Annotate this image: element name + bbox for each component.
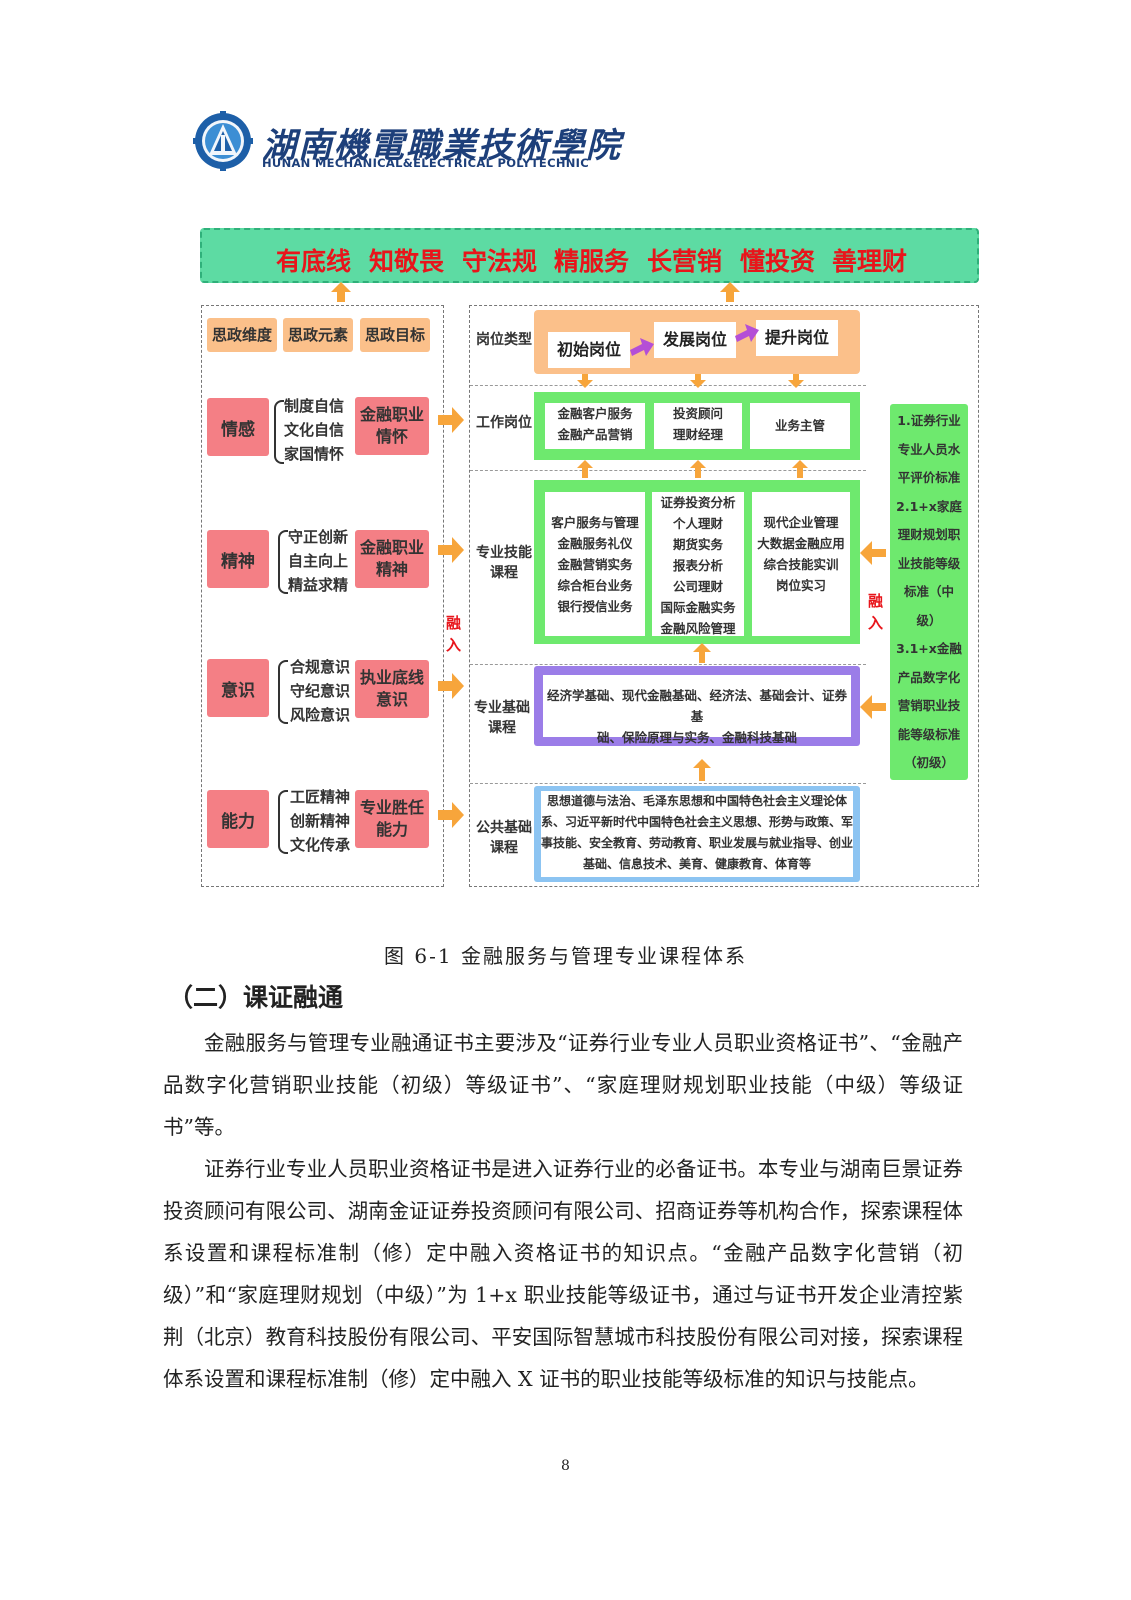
label-post-type: 岗位类型: [476, 332, 532, 348]
figure-caption: 图 6-1 金融服务与管理专业课程体系: [384, 944, 747, 968]
header-element: 思政元素: [283, 318, 353, 352]
arrow-down-icon: [690, 374, 706, 388]
banner-item: 长营销: [647, 247, 723, 276]
arrow-left-icon: [860, 541, 886, 565]
curriculum-diagram: 有底线 知敬畏 守法规 精服务 长营销 懂投资 善理财 思政维度 思政元素 思政…: [200, 228, 979, 887]
goal-box: 执业底线意识: [355, 660, 429, 718]
label-work-post: 工作岗位: [476, 415, 532, 431]
arrow-progress-icon: [630, 338, 654, 356]
curriculum-panel: [469, 305, 979, 887]
banner-item: 懂投资: [740, 247, 816, 276]
public-course-text: 思想道德与法治、毛泽东思想和中国特色社会主义理论体系、习近平新时代中国特色社会主…: [541, 791, 853, 877]
arrow-right-icon: [438, 537, 464, 563]
divider: [470, 385, 866, 386]
divider: [470, 470, 866, 471]
section-heading: （二）课证融通: [168, 983, 344, 1012]
label-basic-course: 专业基础课程: [474, 700, 530, 736]
post-develop: 发展岗位: [654, 322, 736, 358]
arrow-up-icon: [690, 460, 706, 478]
arrow-up-icon: [577, 460, 593, 478]
dimension-spirit: 精神: [207, 530, 269, 588]
brace: [278, 660, 288, 724]
arrow-up-icon: [693, 643, 711, 663]
arrow-down-icon: [788, 374, 804, 388]
skill-course-col-2: 证券投资分析个人理财期货实务报表分析公司理财国际金融实务金融风险管理: [652, 492, 744, 636]
element-list: 守正创新自主向上精益求精: [288, 528, 349, 594]
arrow-right-icon: [438, 802, 464, 828]
goal-box: 金融职业情怀: [355, 397, 429, 455]
college-name-en: HUNAN MECHANICAL&ELECTRICAL POLYTECHNIC: [262, 156, 589, 170]
merge-label-left: 融入: [446, 614, 462, 654]
brace: [278, 530, 288, 594]
banner-item: 守法规: [462, 247, 538, 276]
post-initial: 初始岗位: [548, 332, 630, 368]
arrow-left-icon: [860, 695, 886, 719]
value-banner: 有底线 知敬畏 守法规 精服务 长营销 懂投资 善理财: [200, 228, 979, 283]
label-public-course: 公共基础课程: [476, 820, 532, 856]
post-promote: 提升岗位: [756, 320, 838, 356]
brace: [278, 790, 288, 854]
dimension-awareness: 意识: [207, 659, 269, 717]
divider: [470, 783, 866, 784]
arrow-up-icon: [792, 460, 808, 478]
arrow-up-icon: [331, 282, 351, 302]
banner-item: 知敬畏: [369, 247, 445, 276]
body-text: 金融服务与管理专业融通证书主要涉及“证券行业专业人员职业资格证书”、“金融产品数…: [163, 1022, 963, 1400]
work-post-3: 业务主管: [750, 403, 850, 449]
arrow-right-icon: [438, 673, 464, 699]
paragraph: 证券行业专业人员职业资格证书是进入证券行业的必备证书。本专业与湖南巨景证券投资顾…: [163, 1157, 963, 1391]
element-list: 制度自信文化自信家国情怀: [284, 397, 345, 463]
merge-label-right: 融入: [868, 592, 884, 632]
arrow-right-icon: [438, 407, 464, 433]
dimension-ability: 能力: [207, 790, 269, 848]
header-goal: 思政目标: [360, 318, 430, 352]
ideology-panel: [201, 305, 444, 887]
cert-standards-box: [890, 404, 968, 780]
arrow-progress-icon: [735, 324, 759, 342]
dimension-emotion: 情感: [207, 398, 269, 456]
banner-item: 善理财: [832, 247, 908, 276]
arrow-up-icon: [693, 759, 711, 781]
college-emblem-icon: [193, 111, 253, 171]
goal-box: 专业胜任能力: [355, 790, 429, 848]
header-dimension: 思政维度: [207, 318, 277, 352]
banner-item: 有底线: [276, 247, 352, 276]
label-skill-course: 专业技能课程: [476, 545, 532, 581]
work-post-1: 金融客户服务金融产品营销: [545, 403, 645, 449]
divider: [470, 664, 866, 665]
banner-item: 精服务: [554, 247, 630, 276]
goal-box: 金融职业精神: [355, 530, 429, 588]
arrow-up-icon: [720, 282, 740, 302]
brace: [274, 400, 284, 464]
work-post-2: 投资顾问理财经理: [654, 403, 742, 449]
skill-course-col-3: 现代企业管理大数据金融应用综合技能实训岗位实习: [752, 492, 850, 636]
paragraph: 金融服务与管理专业融通证书主要涉及“证券行业专业人员职业资格证书”、“金融产品数…: [163, 1031, 963, 1139]
skill-course-col-1: 客户服务与管理金融服务礼仪金融营销实务综合柜台业务银行授信业务: [545, 492, 645, 636]
arrow-down-icon: [577, 374, 593, 388]
college-name-cn: 湖南機電職業技術學院: [262, 126, 622, 166]
page-number: 8: [561, 1458, 570, 1474]
basic-course-text: 经济学基础、现代金融基础、经济法、基础会计、证券基础、保险原理与实务、金融科技基…: [543, 675, 851, 745]
element-list: 工匠精神创新精神文化传承: [290, 788, 351, 854]
element-list: 合规意识守纪意识风险意识: [290, 658, 351, 724]
